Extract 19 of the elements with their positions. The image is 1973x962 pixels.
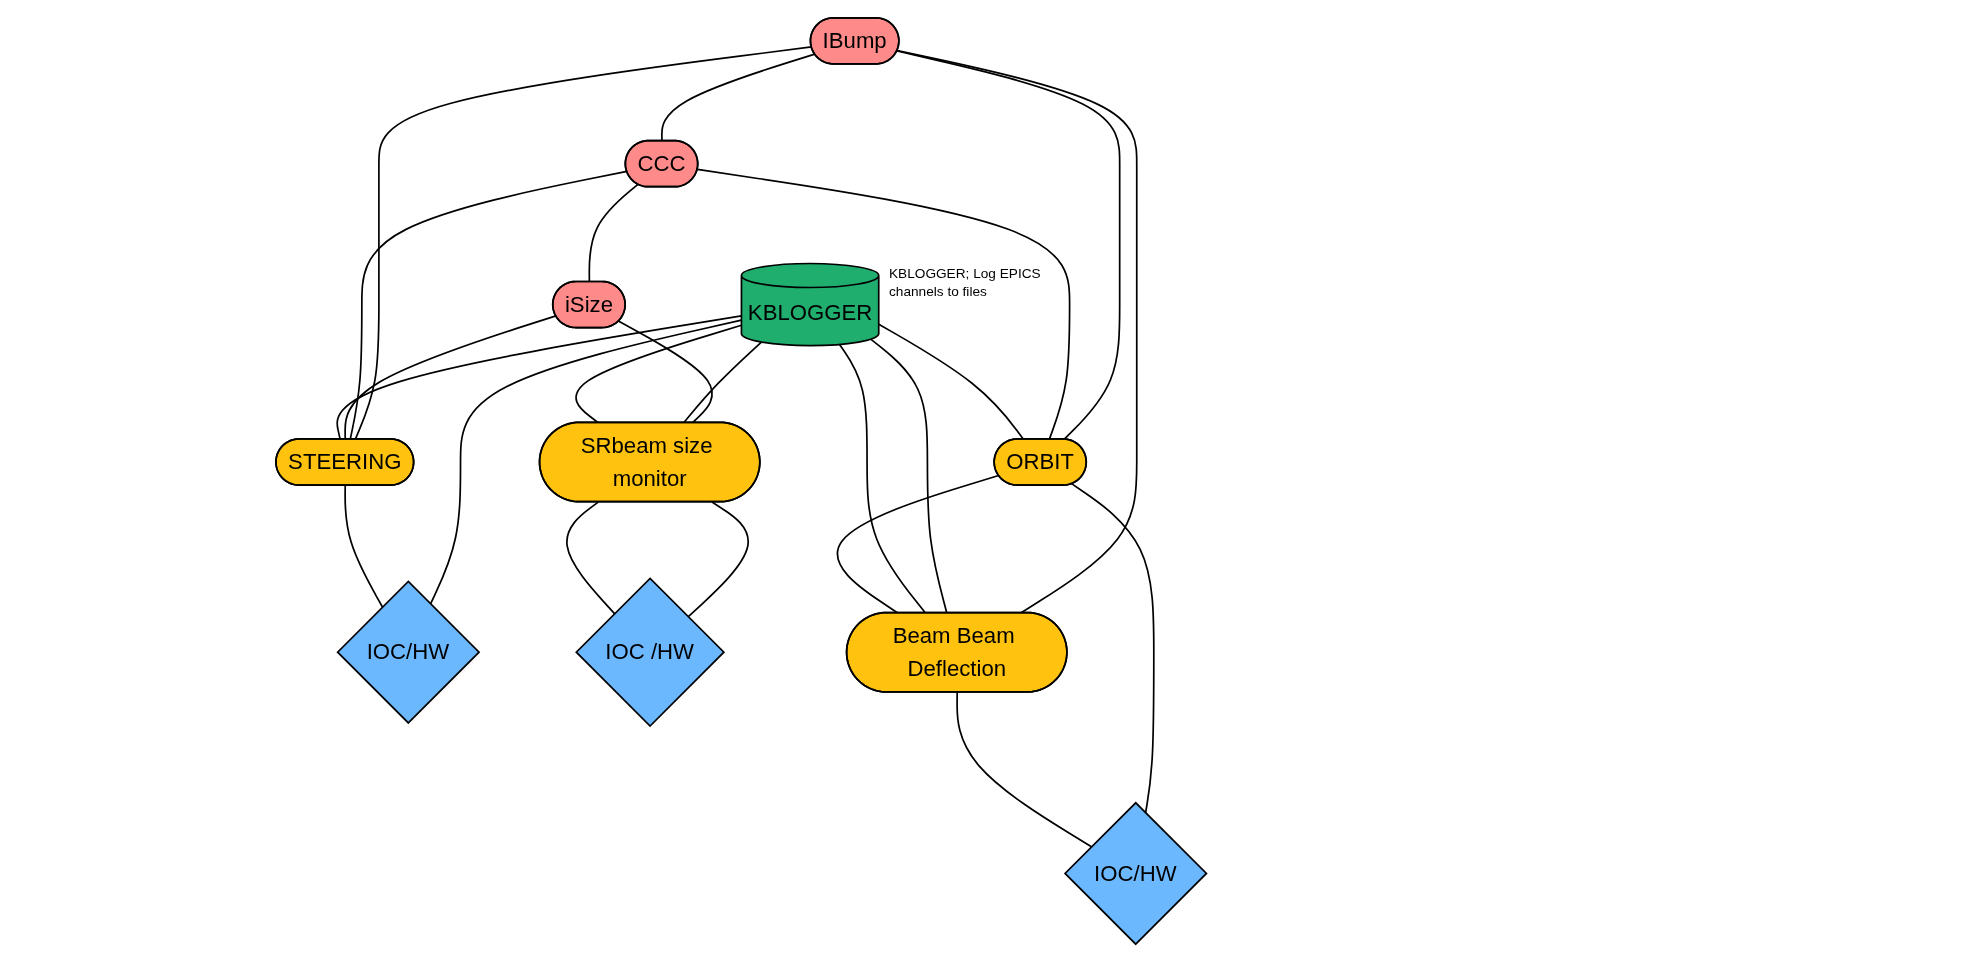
connector <box>838 343 927 614</box>
connector <box>896 50 1121 441</box>
node-diamond: IOC/HW <box>336 580 481 725</box>
connector <box>429 319 743 605</box>
connector <box>956 691 1093 848</box>
connector <box>687 501 750 618</box>
connector <box>682 341 763 424</box>
node-diamond: IOC /HW <box>575 577 726 728</box>
connector <box>344 484 384 608</box>
connector <box>869 338 948 614</box>
connector <box>575 324 743 424</box>
connector <box>836 474 1000 614</box>
connector <box>1071 483 1155 814</box>
connector <box>566 501 616 615</box>
node-diamond: IOC/HW <box>1063 801 1208 946</box>
connector <box>896 49 1138 614</box>
connector <box>661 53 816 142</box>
connector <box>618 320 713 424</box>
connector <box>588 183 639 283</box>
